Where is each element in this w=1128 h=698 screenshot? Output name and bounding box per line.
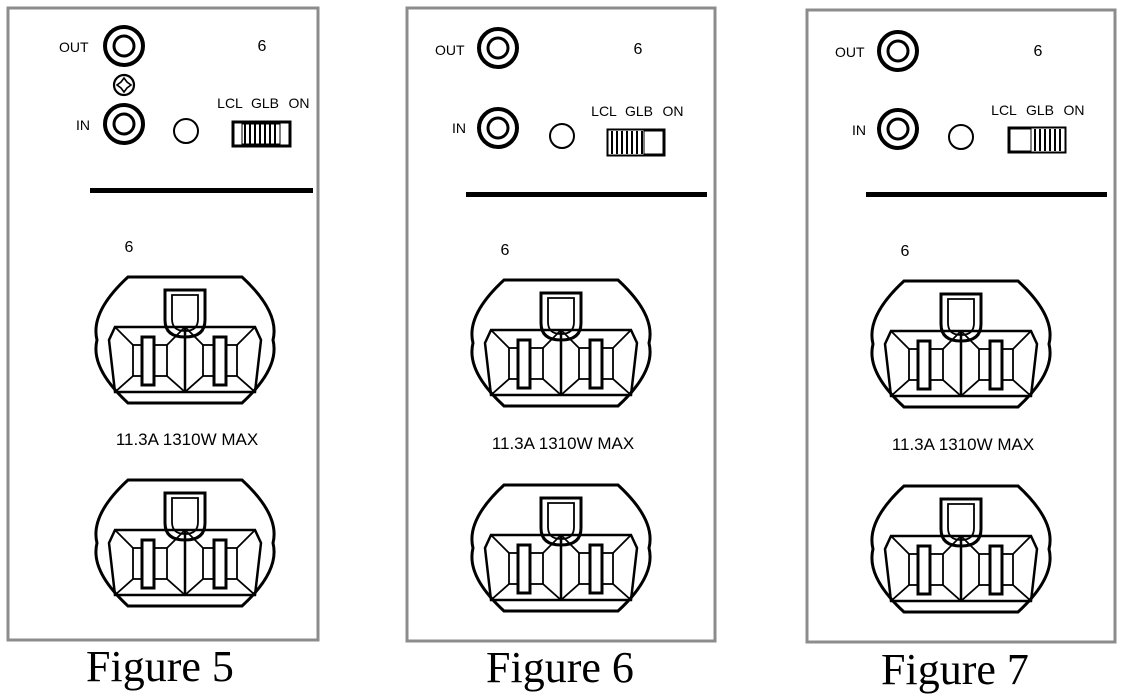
panel-frame — [6, 6, 320, 642]
switch-label-glb: GLB — [1026, 102, 1054, 118]
lower-outlet[interactable] — [870, 484, 1052, 614]
indicator-led — [948, 124, 974, 150]
rating-label: 11.3A 1310W MAX — [492, 434, 634, 453]
switch-slider[interactable] — [1030, 127, 1066, 153]
reset-icon[interactable] — [112, 73, 136, 97]
indicator-led — [549, 123, 575, 149]
upper-outlet[interactable] — [870, 279, 1052, 409]
out-jack[interactable] — [103, 25, 145, 67]
divider-bar — [90, 188, 313, 193]
panel-figure-5: OUT IN 6 LCL GLB ON — [6, 6, 320, 691]
indicator-led — [173, 118, 199, 144]
panel-frame — [805, 8, 1117, 644]
switch-slider[interactable] — [607, 129, 645, 156]
out-label: OUT — [835, 44, 865, 60]
port-number: 6 — [634, 41, 643, 58]
divider-bar — [866, 192, 1107, 197]
switch-slider[interactable] — [241, 123, 281, 145]
in-jack[interactable] — [877, 108, 919, 150]
out-jack[interactable] — [877, 30, 919, 72]
out-jack[interactable] — [477, 27, 519, 69]
switch-label-lcl: LCL — [591, 103, 617, 119]
switch-label-lcl: LCL — [217, 95, 243, 111]
in-jack[interactable] — [477, 107, 519, 149]
mode-switch[interactable] — [231, 120, 292, 148]
upper-outlet[interactable] — [94, 275, 276, 405]
in-label: IN — [452, 120, 466, 136]
rating-label: 11.3A 1310W MAX — [116, 430, 258, 449]
figure-caption: Figure 7 — [881, 645, 1029, 694]
in-label: IN — [76, 117, 90, 133]
rating-label: 11.3A 1310W MAX — [892, 435, 1034, 454]
switch-label-on: ON — [663, 103, 684, 119]
port-number: 6 — [1034, 43, 1043, 60]
port-number: 6 — [258, 38, 267, 55]
switch-label-glb: GLB — [251, 95, 279, 111]
mode-switch[interactable] — [606, 128, 666, 157]
mode-switch[interactable] — [1007, 126, 1067, 154]
switch-label-on: ON — [289, 95, 310, 111]
out-label: OUT — [435, 42, 465, 58]
figure-caption: Figure 5 — [86, 642, 234, 691]
in-label: IN — [852, 122, 866, 138]
switch-label-on: ON — [1064, 102, 1085, 118]
out-label: OUT — [59, 39, 89, 55]
switch-label-glb: GLB — [625, 103, 653, 119]
in-jack[interactable] — [103, 103, 145, 145]
panel-figure-7: OUT IN 6 LCL GLB ON — [805, 8, 1117, 694]
switch-label-lcl: LCL — [991, 102, 1017, 118]
divider-bar — [466, 192, 707, 197]
outlet-number: 6 — [901, 243, 910, 260]
lower-outlet[interactable] — [94, 478, 276, 608]
outlet-number: 6 — [501, 242, 510, 259]
figure-caption: Figure 6 — [486, 643, 634, 692]
outlet-number: 6 — [125, 239, 134, 256]
upper-outlet[interactable] — [470, 278, 652, 408]
panel-frame — [405, 6, 717, 643]
panel-figure-6: OUT IN 6 LCL GLB ON — [405, 6, 717, 692]
lower-outlet[interactable] — [470, 483, 652, 613]
